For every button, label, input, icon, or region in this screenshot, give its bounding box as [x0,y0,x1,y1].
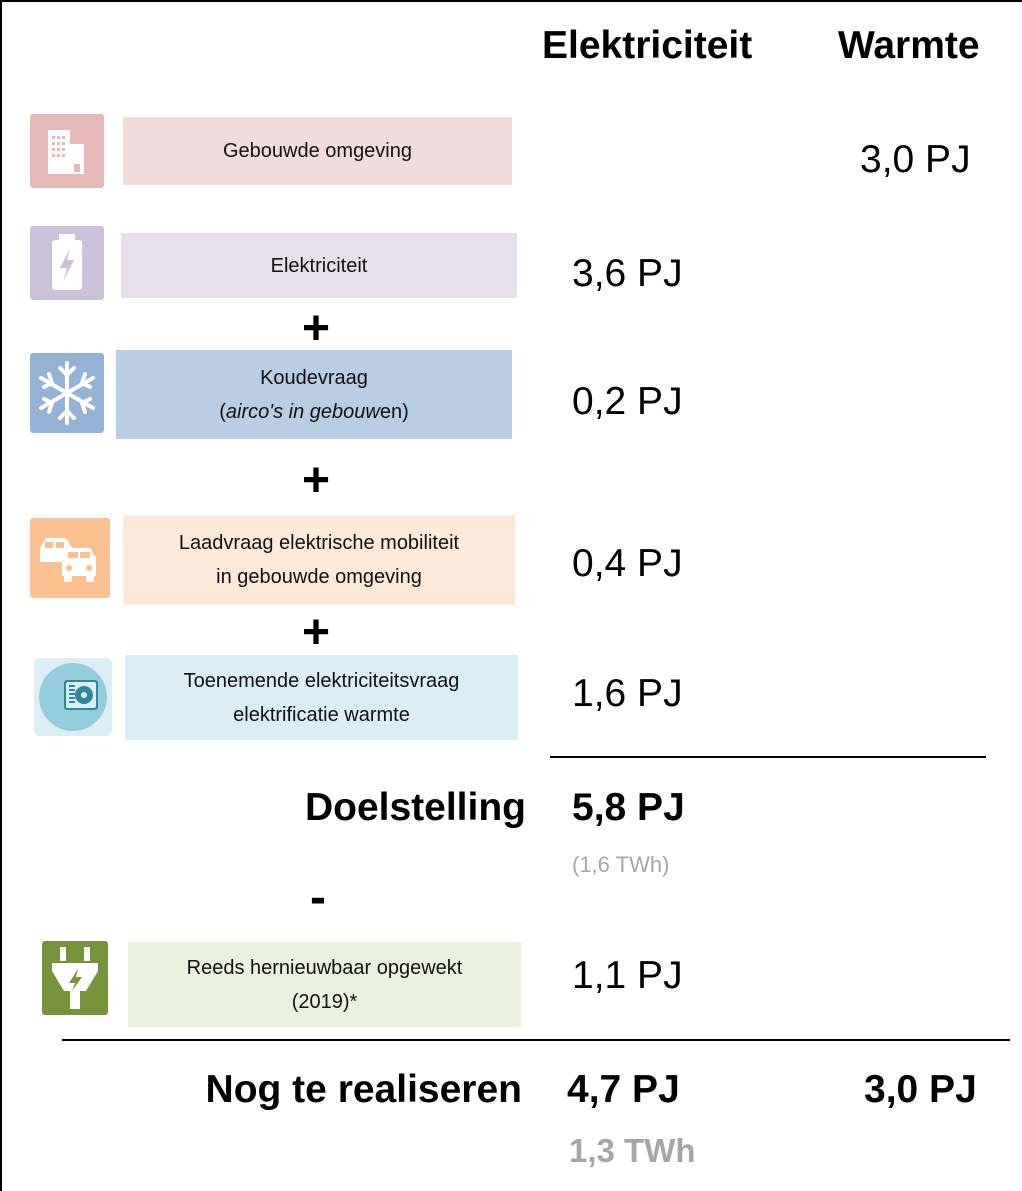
column-header-heat: Warmte [838,24,980,67]
heat-pump-label-line1: Toenemende elektriciteitsvraag [183,669,460,692]
heat-pump-box: Toenemende elektriciteitsvraag elektrifi… [125,655,518,740]
target-label: Doelstelling [304,786,526,829]
renewable-label-line1: Reeds hernieuwbaar opgewekt [186,956,463,979]
plus-operator-3: + [302,606,331,659]
mobility-box: Laadvraag elektrische mobiliteit in gebo… [123,515,515,605]
target-twh: (1,6 TWh) [572,852,670,877]
minus-operator: - [310,871,326,924]
heat-pump-label-line2: elektrificatie warmte [233,703,410,726]
cooling-label: Koudevraag [260,366,368,389]
remaining-electricity-value: 4,7 PJ [567,1068,680,1111]
plus-operator-2: + [302,454,331,507]
built-environment-box: Gebouwde omgeving [123,117,512,185]
renewable-box: Reeds hernieuwbaar opgewekt (2019)* [128,942,521,1027]
column-header-electricity: Elektriciteit [542,24,753,67]
building-icon [30,114,104,188]
heat-pump-icon [34,658,112,736]
remaining-label: Nog te realiseren [205,1068,522,1111]
cooling-value: 0,2 PJ [572,380,683,423]
renewable-value: 1,1 PJ [572,954,683,997]
mobility-value: 0,4 PJ [572,542,683,585]
electricity-box: Elektriciteit [121,233,517,298]
electricity-value: 3,6 PJ [572,252,683,295]
battery-icon [30,226,104,300]
electricity-label: Elektriciteit [270,254,368,277]
built-environment-heat-value: 3,0 PJ [860,138,971,181]
subtotal-divider [550,756,986,758]
mobility-label-line2: in gebouwde omgeving [216,566,422,588]
cars-icon [30,518,110,598]
snowflake-icon [30,353,104,433]
mobility-label-line1: Laadvraag elektrische mobiliteit [178,532,460,554]
remaining-twh: 1,3 TWh [569,1132,696,1169]
plug-icon [42,941,108,1015]
target-value: 5,8 PJ [572,786,685,829]
cooling-box: Koudevraag (airco's in gebouwen) [116,350,512,439]
renewable-label-line2: (2019)* [291,990,358,1013]
cooling-sublabel: (airco's in gebouwen) [219,400,409,423]
remaining-heat-value: 3,0 PJ [864,1068,977,1111]
total-divider [62,1039,1010,1041]
plus-operator-1: + [302,302,331,355]
built-environment-label: Gebouwde omgeving [222,140,412,162]
heat-pump-value: 1,6 PJ [572,672,683,715]
